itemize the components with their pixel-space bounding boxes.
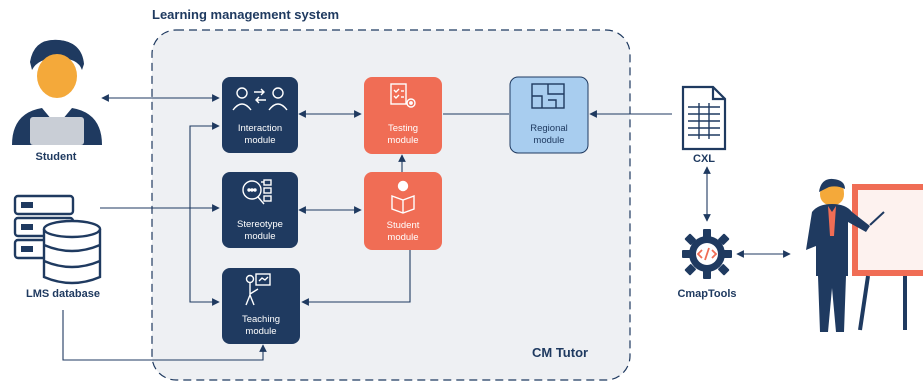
student-module: Student module xyxy=(364,172,442,250)
interaction-module: Interaction module xyxy=(222,77,298,153)
edge-lms-teaching xyxy=(62,310,267,361)
interaction-label-2: module xyxy=(244,135,275,146)
student-module-label-1: Student xyxy=(387,220,420,231)
spreadsheet-file-icon xyxy=(681,85,727,151)
connectors xyxy=(62,94,791,361)
teaching-module: Teaching module xyxy=(222,268,300,344)
server-database-icon xyxy=(13,194,102,285)
magnifier-list-icon xyxy=(242,179,272,205)
system-title: Learning management system xyxy=(152,7,339,22)
interaction-label-1: Interaction xyxy=(238,123,282,134)
regional-module: Regional module xyxy=(509,76,589,154)
test-checklist-gear-icon xyxy=(390,83,416,108)
regional-label-1: Regional xyxy=(530,123,568,134)
people-exchange-icon xyxy=(232,87,288,111)
cm-tutor-label: CM Tutor xyxy=(532,345,588,360)
lms-database-label: LMS database xyxy=(26,288,100,300)
presenter-board-icon xyxy=(806,178,923,332)
stereotype-label-2: module xyxy=(244,231,275,242)
teaching-label-1: Teaching xyxy=(242,314,280,325)
stereotype-label-1: Stereotype xyxy=(237,219,283,230)
floorplan-icon xyxy=(531,83,565,109)
testing-label-2: module xyxy=(387,135,418,146)
regional-label-2: module xyxy=(533,135,564,146)
stereotype-module: Stereotype module xyxy=(222,172,298,248)
cxl-label: CXL xyxy=(693,153,715,165)
reader-book-icon xyxy=(391,180,415,214)
cmaptools-label: CmapTools xyxy=(677,288,736,300)
teacher-board-icon xyxy=(245,273,271,306)
testing-module: Testing module xyxy=(364,77,442,154)
gear-code-icon xyxy=(682,229,732,279)
student-actor-label: Student xyxy=(36,151,77,163)
person-laptop-icon xyxy=(12,39,102,145)
edge-left-bus xyxy=(189,122,220,306)
student-module-label-2: module xyxy=(387,232,418,243)
edge-studentmod-teaching xyxy=(301,250,411,306)
testing-label-1: Testing xyxy=(388,123,418,134)
teaching-label-2: module xyxy=(245,326,276,337)
